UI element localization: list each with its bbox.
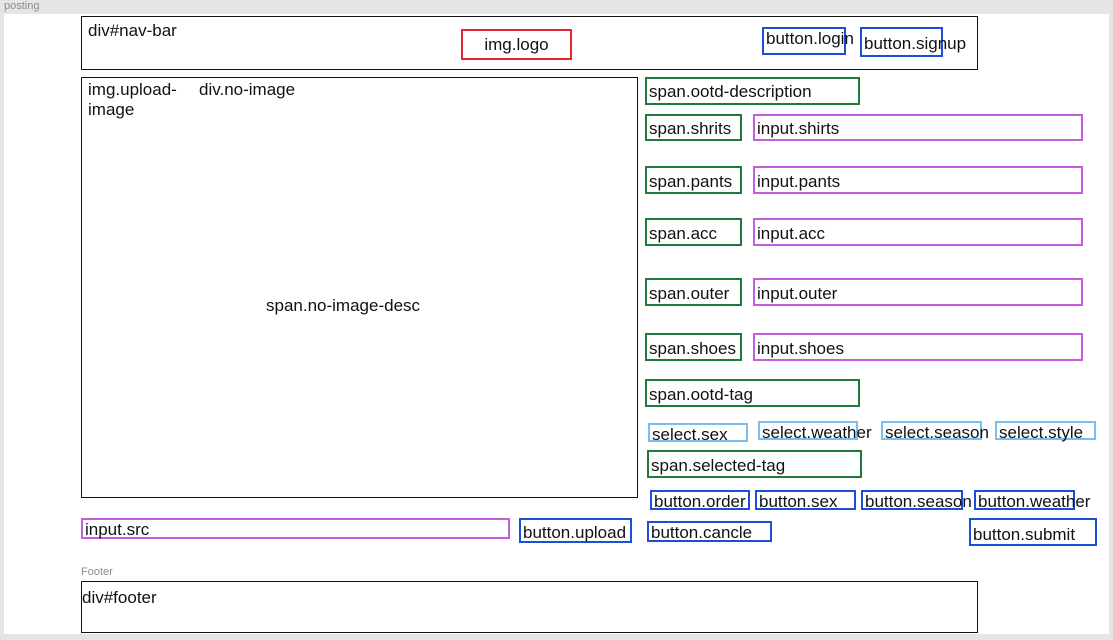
upload-button[interactable]: button.upload xyxy=(519,518,632,543)
ootd-tag-span: span.ootd-tag xyxy=(645,379,860,407)
weather-button[interactable]: button.weather xyxy=(974,490,1090,511)
no-image-desc: span.no-image-desc xyxy=(266,296,421,315)
shoes-span: span.shoes xyxy=(645,333,742,361)
footer-frame-title: Footer xyxy=(81,566,113,578)
season-button[interactable]: button.season xyxy=(861,490,972,511)
login-button[interactable]: button.login xyxy=(762,27,854,55)
frame-title-posting: posting xyxy=(4,0,40,12)
upload-image-panel: img.upload- image div.no-image span.no-i… xyxy=(81,77,638,498)
posting-frame xyxy=(4,14,1109,634)
acc-input[interactable]: input.acc xyxy=(753,218,1083,246)
footer: div#footer xyxy=(81,581,978,633)
no-image-label: div.no-image xyxy=(199,80,296,99)
selected-tag-span: span.selected-tag xyxy=(647,450,862,478)
footer-label: div#footer xyxy=(82,588,157,607)
weather-select[interactable]: select.weather xyxy=(758,421,872,442)
ootd-description-span: span.ootd-description xyxy=(645,77,860,105)
src-input[interactable]: input.src xyxy=(81,518,510,539)
submit-button[interactable]: button.submit xyxy=(969,518,1097,546)
upload-image-label: img.upload- image xyxy=(88,80,177,119)
sex-select[interactable]: select.sex xyxy=(648,423,748,444)
pants-input[interactable]: input.pants xyxy=(753,166,1083,194)
shirts-input[interactable]: input.shirts xyxy=(753,114,1083,141)
nav-bar: div#nav-bar xyxy=(81,16,978,70)
shoes-input[interactable]: input.shoes xyxy=(753,333,1083,361)
logo-image[interactable]: img.logo xyxy=(461,29,572,60)
order-button[interactable]: button.order xyxy=(650,490,750,511)
sex-button[interactable]: button.sex xyxy=(755,490,856,511)
outer-input[interactable]: input.outer xyxy=(753,278,1083,306)
shirts-span: span.shrits xyxy=(645,114,742,141)
pants-span: span.pants xyxy=(645,166,742,194)
outer-span: span.outer xyxy=(645,278,742,306)
cancle-button[interactable]: button.cancle xyxy=(647,521,772,542)
style-select[interactable]: select.style xyxy=(995,421,1096,442)
nav-bar-label: div#nav-bar xyxy=(88,21,177,40)
acc-span: span.acc xyxy=(645,218,742,246)
season-select[interactable]: select.season xyxy=(881,421,989,442)
signup-button[interactable]: button.signup xyxy=(860,27,966,57)
